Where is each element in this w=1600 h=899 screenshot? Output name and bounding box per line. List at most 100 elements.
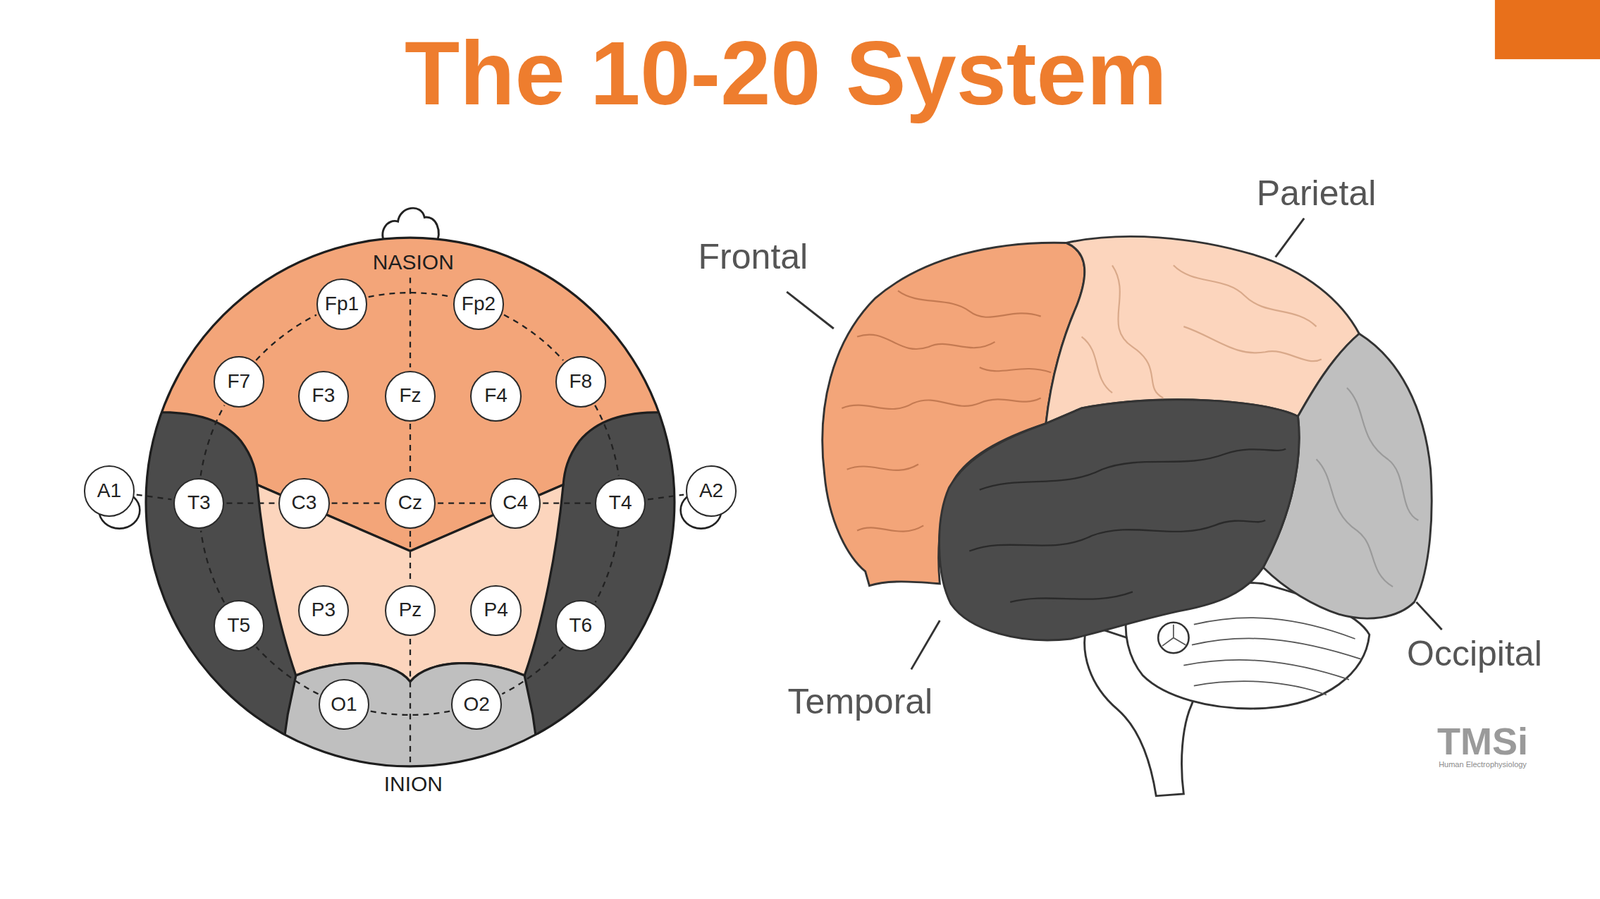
electrode-circle: Fp2 <box>453 278 504 330</box>
electrode-circle: F8 <box>555 355 607 407</box>
dashed-guide-line <box>409 530 411 583</box>
stem-section-detail <box>1162 624 1186 646</box>
landmark-label: NASION <box>372 250 454 275</box>
gyrus <box>969 520 1266 551</box>
electrode-circle: Cz <box>384 477 436 529</box>
dashed-guide-line <box>501 647 563 695</box>
electrode-label: P4 <box>483 599 508 621</box>
electrode-label: T4 <box>608 491 633 514</box>
lobe-label: Temporal <box>788 681 934 723</box>
dashed-guide-line <box>256 647 319 695</box>
dashed-guide-line <box>409 423 411 476</box>
electrode-label: T5 <box>226 614 251 637</box>
lobe-label: Parietal <box>1256 173 1377 215</box>
dashed-guide-line <box>136 494 172 500</box>
gyrus <box>1112 265 1163 398</box>
corner-tab <box>1494 0 1600 60</box>
occipital-gyri <box>1316 387 1419 587</box>
gyrus <box>857 525 924 531</box>
leader-line <box>786 291 834 329</box>
gyrus <box>857 334 995 349</box>
electrode-label: A2 <box>699 480 724 502</box>
diagram-title: The 10-20 System <box>404 23 1167 124</box>
electrode-label: O2 <box>463 693 490 716</box>
landmark-label: INION <box>384 771 443 797</box>
electrode-label: Fp1 <box>324 293 359 316</box>
watermark-subtitle: Human Electrophysiology <box>1438 759 1527 769</box>
gyrus <box>1346 387 1419 521</box>
electrode-circle: Fz <box>384 370 436 422</box>
folium <box>1194 680 1327 695</box>
electrode-circle: A1 <box>83 465 135 516</box>
electrode-label: F3 <box>312 384 336 407</box>
temporal-lobe <box>939 399 1300 640</box>
electrode-label: C4 <box>502 491 528 514</box>
dashed-guide-line <box>368 292 452 297</box>
electrode-circle: P4 <box>470 585 521 636</box>
frontal-gyri <box>841 290 1051 531</box>
gyrus <box>979 367 1051 373</box>
electrode-circle: F3 <box>298 370 349 422</box>
electrode-label: Fz <box>398 384 421 407</box>
dashed-guide-line <box>200 530 225 602</box>
electrode-label: O1 <box>330 693 357 716</box>
gyrus <box>979 448 1286 490</box>
folium <box>1191 637 1362 660</box>
folium <box>1194 617 1356 639</box>
dashed-guide-line <box>226 502 277 504</box>
electrode-circle: T5 <box>213 599 265 651</box>
leader-line <box>1416 601 1442 630</box>
electrode-circle: F7 <box>213 355 265 407</box>
gyrus <box>847 463 919 470</box>
electrode-circle: Fp1 <box>316 278 368 330</box>
gyrus <box>1173 265 1317 327</box>
dashed-guide-line <box>542 502 593 504</box>
electrode-label: F4 <box>484 384 508 407</box>
electrode-label: P3 <box>311 599 336 621</box>
electrode-circle: C3 <box>278 477 330 529</box>
parietal-gyri <box>1081 265 1322 398</box>
head-regions <box>102 152 719 786</box>
electrode-circle: O2 <box>451 678 502 730</box>
electrode-circle: T3 <box>173 477 225 529</box>
electrode-label: T3 <box>187 491 211 514</box>
dashed-guide-line <box>370 711 450 715</box>
electrode-label: Cz <box>398 491 423 514</box>
electrode-circle: P3 <box>298 585 349 636</box>
electrode-label: F7 <box>226 370 251 393</box>
dashed-guide-line <box>595 530 619 603</box>
dashed-guide-line <box>503 315 564 361</box>
electrode-label: T6 <box>568 614 593 637</box>
electrode-label: Pz <box>398 599 423 621</box>
electrode-label: Fp2 <box>461 293 496 316</box>
gyrus <box>897 290 1042 317</box>
temporal-gyri <box>969 448 1286 602</box>
dashed-guide-line <box>647 494 684 500</box>
dashed-guide-line <box>255 315 317 361</box>
electrode-circle: T4 <box>594 477 646 529</box>
dashed-guide-line <box>331 502 383 504</box>
electrode-circle: T6 <box>555 599 607 651</box>
electrode-circle: O1 <box>318 678 370 730</box>
frontal-region <box>102 152 719 551</box>
midline-guide <box>409 638 411 765</box>
midline-guide <box>409 277 411 368</box>
dashed-guide-line <box>437 502 488 504</box>
electrode-label: F8 <box>568 370 593 393</box>
stem-section <box>1158 622 1189 653</box>
gyrus <box>841 397 1041 409</box>
head-outline <box>145 237 675 767</box>
electrode-circle: A2 <box>685 465 737 516</box>
folium <box>1183 659 1350 680</box>
leader-line <box>911 620 941 669</box>
lobe-label: Frontal <box>698 236 809 278</box>
leader-lines <box>786 218 1442 670</box>
electrode-label: A1 <box>97 480 122 502</box>
lobe-label: Occipital <box>1406 633 1543 675</box>
gyrus <box>1010 591 1133 602</box>
dashed-guide-line <box>200 405 225 476</box>
gyrus <box>1081 336 1113 394</box>
cerebellum-folia <box>1183 617 1362 695</box>
